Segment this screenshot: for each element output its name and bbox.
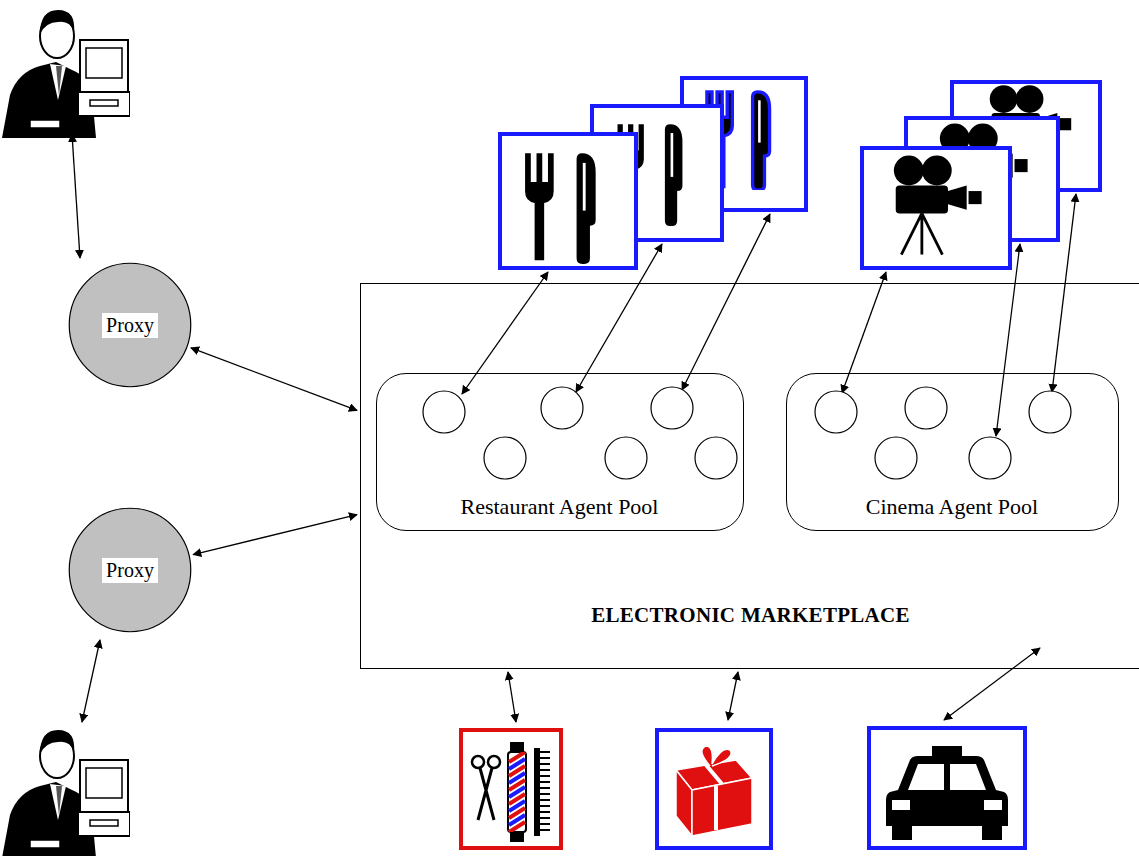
node-label: Cinema Agent Pool — [866, 494, 1038, 520]
proxy-ellipse: Proxy — [68, 262, 192, 388]
marketplace-box: ELECTRONIC MARKETPLACE Restaurant Agent P… — [360, 283, 1139, 669]
connector-arrow — [193, 515, 357, 555]
node-label: ELECTRONIC MARKETPLACE — [591, 603, 910, 628]
agent-pool: Restaurant Agent Pool — [376, 373, 744, 531]
proxy-ellipse: Proxy — [68, 507, 192, 633]
node-label: Restaurant Agent Pool — [461, 494, 659, 520]
connector-arrow — [191, 348, 357, 410]
agent-pool: Cinema Agent Pool — [786, 373, 1119, 531]
node-label: Proxy — [102, 558, 158, 583]
node-label: Proxy — [102, 313, 158, 338]
